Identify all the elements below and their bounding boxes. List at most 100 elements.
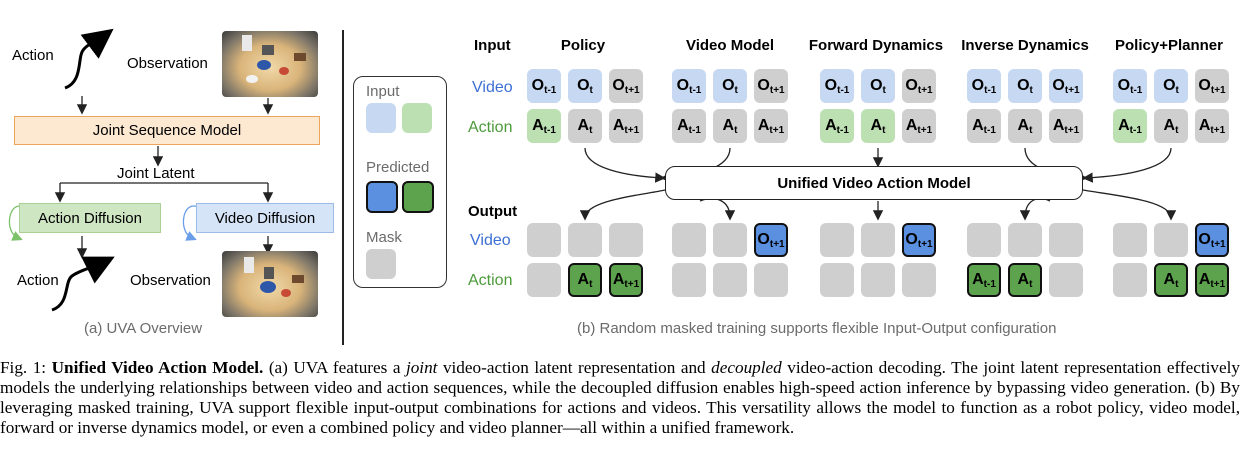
input-to-model-arrow (584, 147, 666, 183)
token-subscript: t+1 (769, 124, 785, 136)
input-to-model-arrow (1082, 147, 1172, 183)
token-subscript: t-1 (983, 124, 996, 136)
token-symbol: A (577, 271, 590, 288)
model-to-output-arrow (699, 197, 736, 221)
caption-text-1: (a) UVA features a (263, 358, 406, 377)
token-subscript: t (1029, 84, 1033, 96)
token-symbol: O (870, 77, 883, 94)
token-out-action (820, 263, 854, 297)
observation-image-top (222, 31, 318, 97)
caption-emphasis-joint: joint (405, 358, 438, 377)
token-subscript: t (1175, 84, 1179, 96)
token-symbol: O (971, 77, 985, 94)
token-out-video (820, 223, 854, 257)
token-subscript: t (589, 278, 593, 290)
legend-input-green-swatch (402, 103, 432, 133)
token-symbol: O (577, 77, 590, 94)
token-symbol: A (612, 117, 625, 134)
action-input-label: Action (12, 47, 54, 64)
input-action-row-label: Action (468, 119, 513, 136)
joint-sequence-model-label: Joint Sequence Model (92, 122, 242, 139)
token-subscript: t-1 (1130, 84, 1143, 96)
token-out-video (967, 223, 1001, 257)
caption-fig-title: Unified Video Action Model. (51, 358, 264, 377)
token-subscript: t+1 (624, 278, 640, 290)
token-subscript: t-1 (837, 84, 850, 96)
caption-text-2: video-action latent representation and (437, 358, 712, 377)
token-subscript: t+1 (1064, 84, 1080, 96)
legend-input-label: Input (366, 83, 400, 100)
token-subscript: t (1029, 124, 1033, 136)
observation-output-label: Observation (130, 272, 211, 289)
token-subscript: t-1 (543, 124, 556, 136)
token-subscript: t (589, 124, 593, 136)
token-symbol: A (577, 117, 590, 134)
config-title: Policy (560, 37, 606, 54)
token-symbol: O (1117, 77, 1131, 94)
caption-text-3: video-action decoding. The joint latent … (0, 358, 1241, 437)
token-out-video (861, 223, 895, 257)
token-subscript: t+1 (917, 124, 933, 136)
token-subscript: t-1 (688, 124, 701, 136)
token-symbol: A (1017, 271, 1030, 288)
token-subscript: t-1 (984, 84, 997, 96)
token-out-action (672, 263, 706, 297)
token-subscript: t+1 (1210, 238, 1226, 250)
token-subscript: t+1 (917, 84, 933, 96)
token-out-video (672, 223, 706, 257)
token-subscript: t+1 (917, 238, 933, 250)
legend-mask-label: Mask (366, 229, 402, 246)
legend-input-blue-swatch (366, 103, 396, 133)
token-symbol: O (722, 77, 735, 94)
token-subscript: t-1 (1129, 124, 1142, 136)
token-subscript: t+1 (1210, 278, 1226, 290)
config-title: Video Model (685, 37, 775, 54)
token-symbol: O (757, 77, 770, 94)
token-symbol: O (1198, 77, 1211, 94)
token-symbol: A (1052, 117, 1065, 134)
token-out-video (568, 223, 602, 257)
output-video-row-label: Video (470, 232, 511, 249)
legend-box: Input Predicted Mask (353, 76, 447, 288)
token-symbol: A (972, 271, 984, 288)
config-title: Policy+Planner (1115, 37, 1223, 54)
token-symbol: A (677, 117, 689, 134)
token-symbol: O (1198, 231, 1211, 248)
joint-latent-label: Joint Latent (117, 165, 195, 182)
token-subscript: t+1 (1064, 124, 1080, 136)
token-symbol: O (531, 77, 545, 94)
token-subscript: t (882, 84, 886, 96)
action-diffusion-box: Action Diffusion (19, 203, 161, 233)
legend-predicted-blue-swatch (366, 181, 398, 213)
token-out-action (713, 263, 747, 297)
token-symbol: O (676, 77, 690, 94)
token-out-video (609, 223, 643, 257)
token-subscript: t+1 (624, 84, 640, 96)
token-out-video (527, 223, 561, 257)
legend-mask-swatch (366, 249, 396, 279)
token-subscript: t-1 (689, 84, 702, 96)
token-out-action (1049, 263, 1083, 297)
subcaption-a: (a) UVA Overview (84, 320, 203, 337)
token-symbol: A (612, 271, 625, 288)
token-symbol: O (1052, 77, 1065, 94)
output-header: Output (468, 203, 518, 220)
token-symbol: A (1017, 117, 1030, 134)
